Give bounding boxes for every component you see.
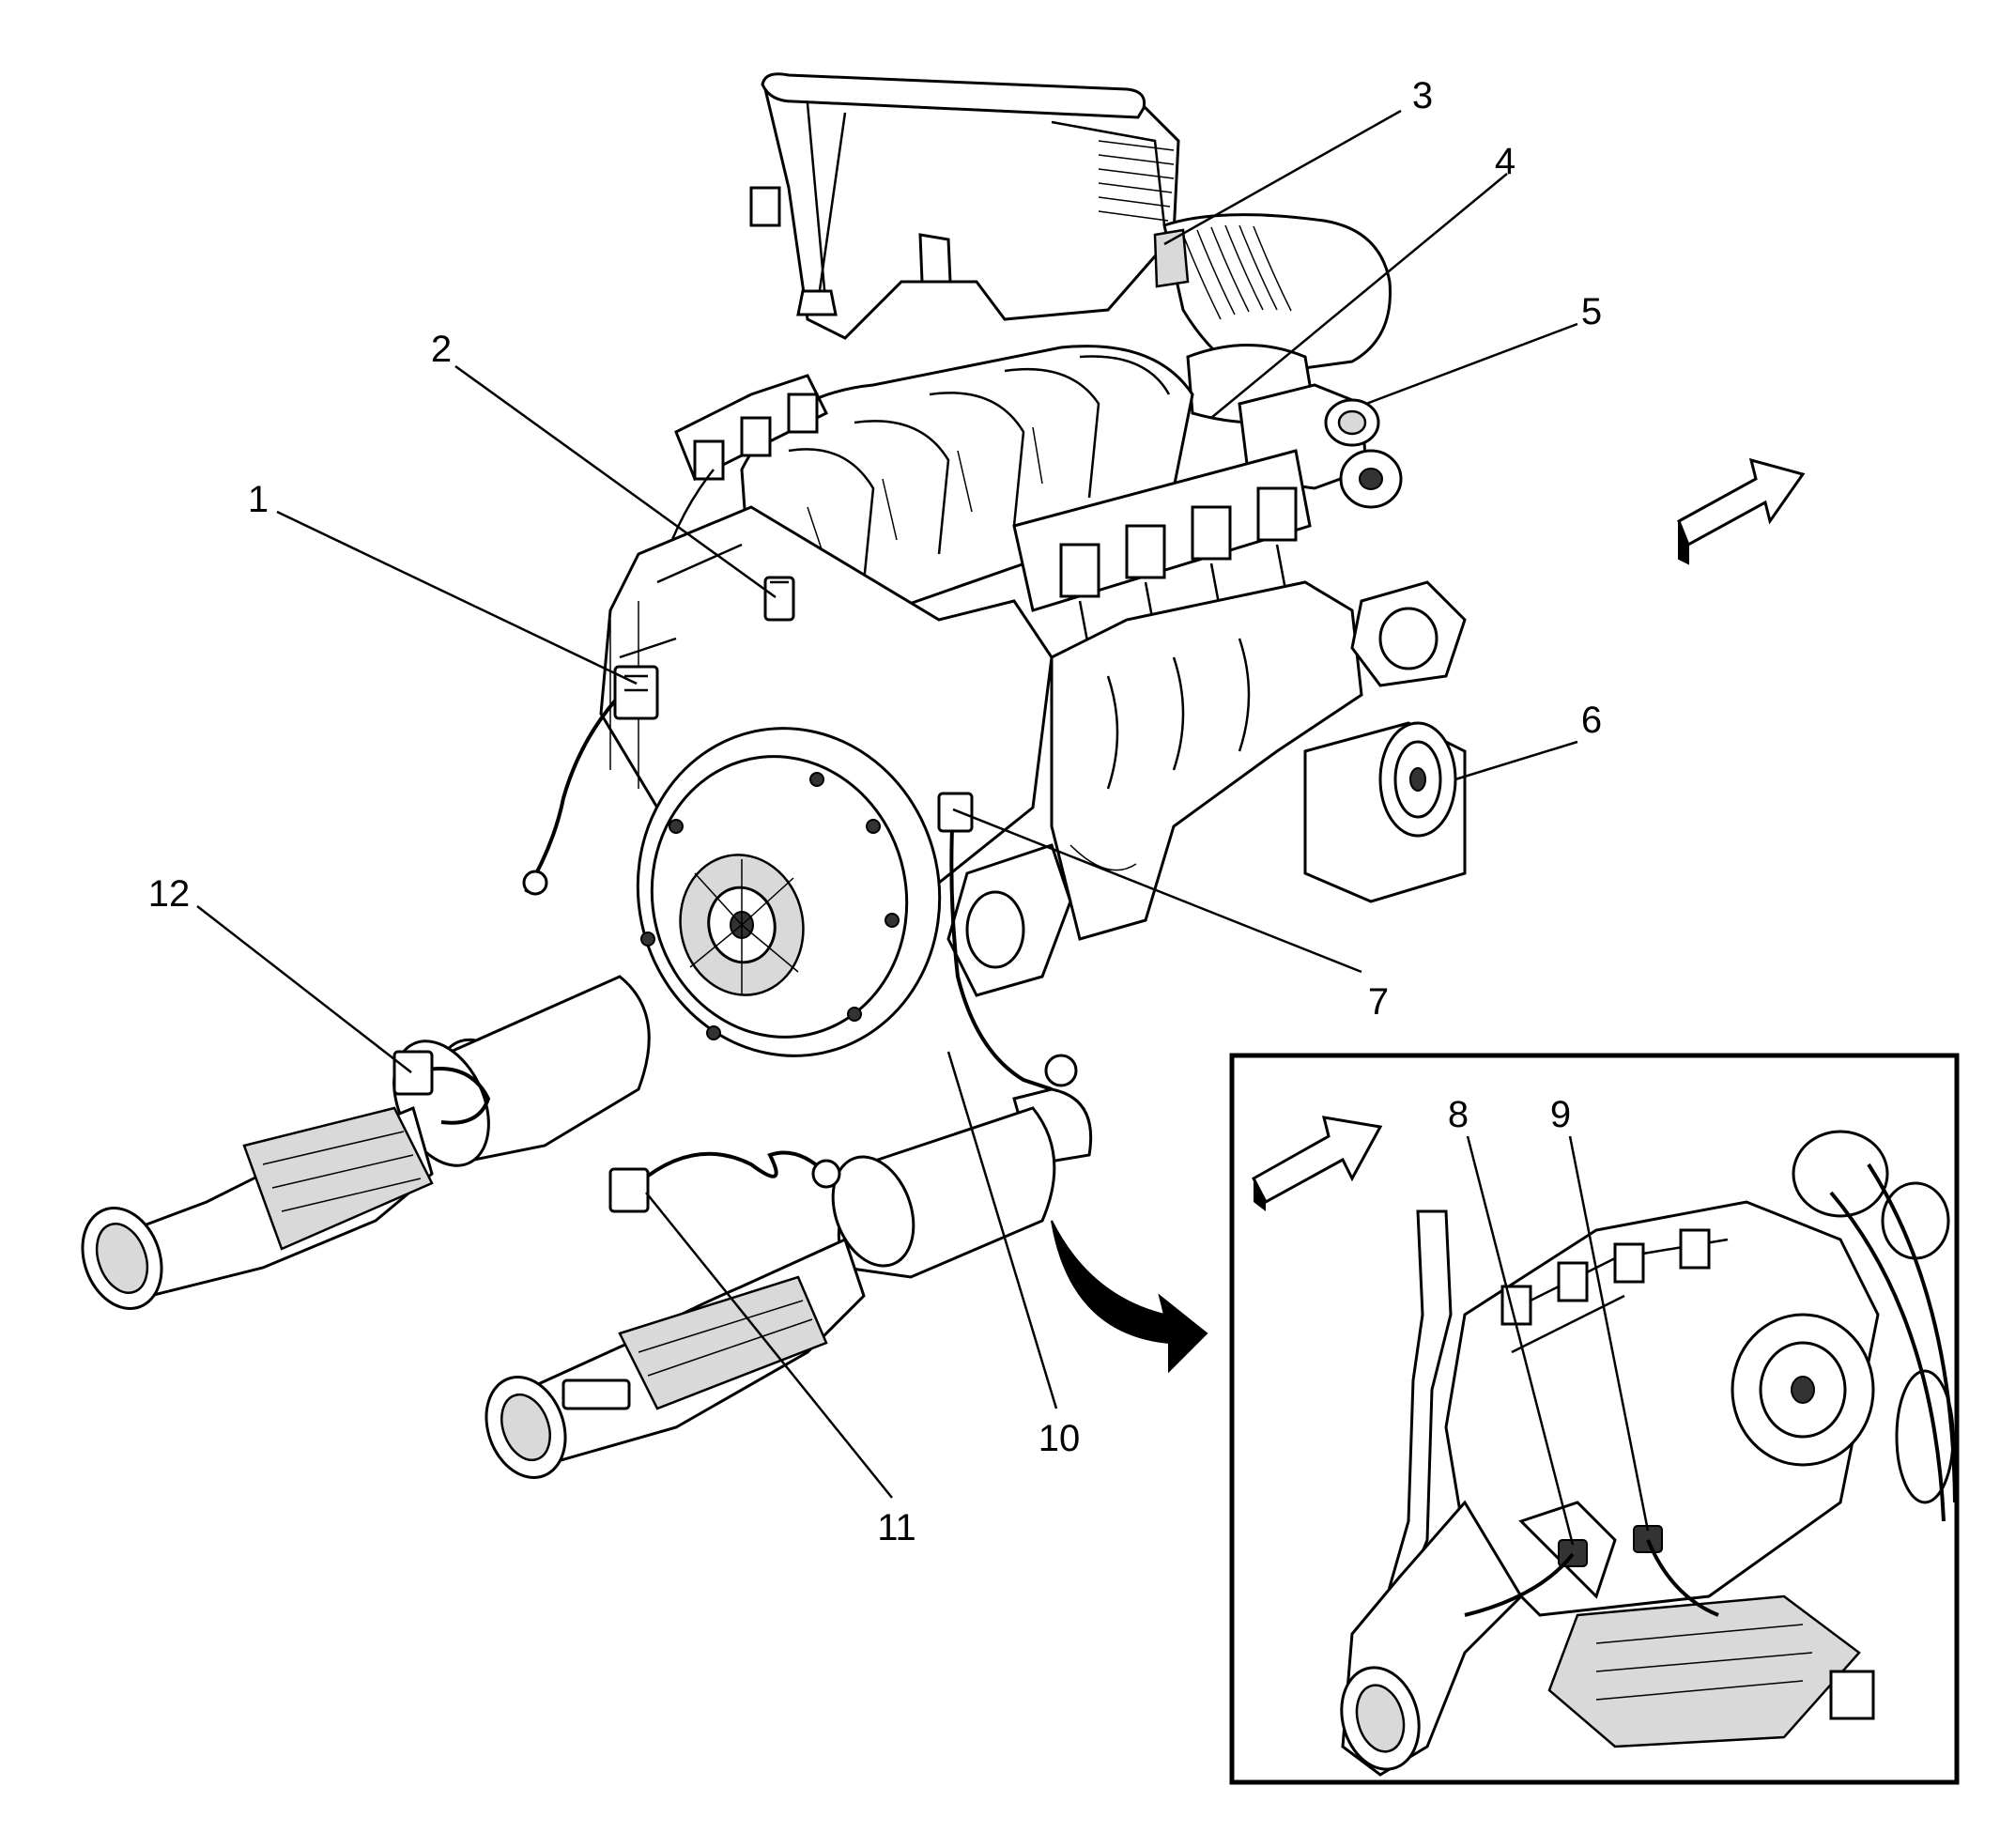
map-sensor bbox=[763, 576, 795, 622]
inset-engine-underside bbox=[1340, 1130, 1957, 1777]
callout-labels: 1 2 3 4 5 6 7 10 11 12 bbox=[148, 75, 1602, 1548]
callout-4: 4 bbox=[1495, 141, 1515, 182]
flywheel-clutch bbox=[636, 727, 942, 1057]
alternator bbox=[1350, 580, 1467, 687]
inset-direction-arrow-icon bbox=[1251, 1116, 1383, 1211]
ac-compressor bbox=[1303, 721, 1467, 903]
curved-arrow-icon bbox=[1051, 1220, 1208, 1374]
callout-leader-2 bbox=[454, 364, 777, 599]
exhaust-pipe-right bbox=[485, 1087, 1093, 1479]
detail-inset: 8 9 bbox=[1229, 1053, 1960, 1785]
left-bank-coils bbox=[655, 374, 829, 583]
forward-direction-arrow-icon bbox=[1677, 457, 1806, 565]
callout-leader-8 bbox=[1466, 1135, 1575, 1546]
callout-7: 7 bbox=[1368, 981, 1389, 1023]
callout-leader-11 bbox=[645, 1192, 893, 1499]
starter-motor bbox=[946, 843, 1072, 997]
callout-8: 8 bbox=[1448, 1094, 1469, 1135]
callout-leader-4 bbox=[1210, 173, 1508, 419]
callout-5: 5 bbox=[1581, 291, 1602, 332]
sensor-harness-left bbox=[522, 665, 659, 896]
callout-11: 11 bbox=[877, 1507, 916, 1548]
callout-10: 10 bbox=[1038, 1418, 1081, 1459]
callout-leader-7 bbox=[952, 808, 1362, 974]
radiator-shroud bbox=[749, 72, 1180, 340]
callout-leader-3 bbox=[1163, 109, 1402, 246]
callout-6: 6 bbox=[1581, 700, 1602, 741]
callout-9: 9 bbox=[1550, 1094, 1571, 1135]
callout-leader-10 bbox=[946, 1051, 1058, 1409]
engine-assembly bbox=[81, 72, 1467, 1479]
sensor-harness-center bbox=[937, 792, 1078, 1091]
callout-leader-12 bbox=[196, 905, 412, 1073]
callout-2: 2 bbox=[431, 329, 452, 370]
exhaust-pipe-left bbox=[81, 975, 651, 1310]
callout-leader-1 bbox=[276, 510, 638, 685]
callout-leader-5 bbox=[1365, 322, 1578, 406]
callout-leaders bbox=[196, 109, 1578, 1499]
callout-leader-9 bbox=[1568, 1135, 1650, 1532]
callout-3: 3 bbox=[1412, 75, 1433, 116]
callout-leader-6 bbox=[1454, 740, 1578, 781]
callout-12: 12 bbox=[148, 873, 191, 915]
callout-1: 1 bbox=[248, 479, 269, 520]
